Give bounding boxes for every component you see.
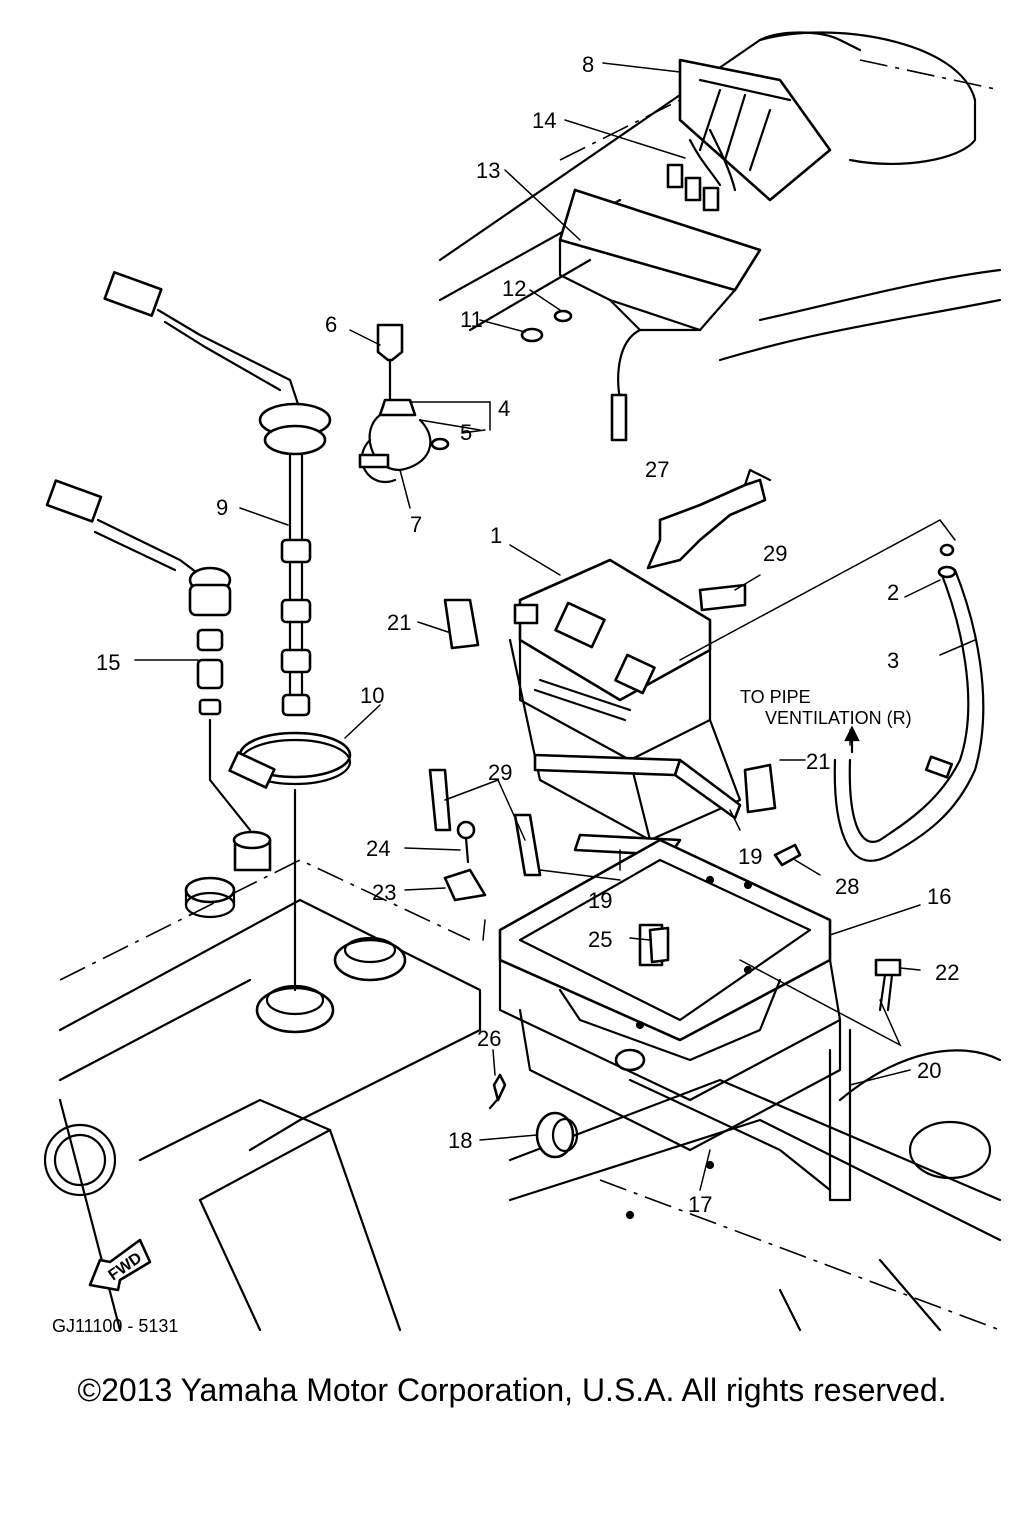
note-line-1: TO PIPE [740,687,811,707]
callout-14: 14 [532,108,556,133]
bracket-27 [646,468,772,570]
callout-29a: 29 [763,541,787,566]
callout-21a: 21 [387,610,411,635]
callout-13: 13 [476,158,500,183]
pad-stickers [428,583,777,877]
vent-hose [833,543,985,862]
callout-21b: 21 [806,749,830,774]
leader-lines [134,62,976,1191]
battery-box [498,838,852,1220]
fasteners [443,309,902,1110]
meter-harness-assembly [558,58,832,442]
callout-12: 12 [502,276,526,301]
routing-note: TO PIPE VENTILATION (R) [740,687,912,754]
copyright-notice: ©2013 Yamaha Motor Corporation, U.S.A. A… [77,1372,947,1408]
callout-22: 22 [935,960,959,985]
callout-5: 5 [460,420,472,445]
callout-28: 28 [835,874,859,899]
callout-4: 4 [498,396,510,421]
wire-harness-9 [103,270,332,717]
bracket-assembly [358,323,450,483]
callout-15: 15 [96,650,120,675]
callout-2: 2 [887,580,899,605]
callout-29b: 29 [488,760,512,785]
drawing-code: GJ11100 - 5131 [52,1316,178,1336]
note-line-2: VENTILATION (R) [765,708,912,728]
callout-18: 18 [448,1128,472,1153]
callout-16: 16 [927,884,951,909]
callout-20: 20 [917,1058,941,1083]
callout-8: 8 [582,52,594,77]
callout-19a: 19 [588,888,612,913]
callout-23: 23 [372,880,396,905]
callout-7: 7 [410,512,422,537]
callout-25: 25 [588,927,612,952]
wire-harness-15 [45,479,272,872]
clamp-10 [228,731,352,992]
callout-17: 17 [688,1192,712,1217]
callout-26: 26 [477,1026,501,1051]
callout-6: 6 [325,312,337,337]
callout-3: 3 [887,648,899,673]
hull-outline [43,31,1002,1332]
exploded-parts-diagram: FWD 1 2 3 4 5 6 7 8 9 10 11 12 13 14 15 … [43,31,1002,1336]
battery-1 [508,558,742,842]
callout-19b: 19 [738,844,762,869]
grommet-18 [535,1111,579,1159]
callout-labels: 1 2 3 4 5 6 7 8 9 10 11 12 13 14 15 16 1… [96,52,959,1217]
callout-27: 27 [645,457,669,482]
callout-1: 1 [490,523,502,548]
callout-11: 11 [460,307,483,332]
callout-10: 10 [360,683,384,708]
callout-9: 9 [216,495,228,520]
callout-24: 24 [366,836,390,861]
